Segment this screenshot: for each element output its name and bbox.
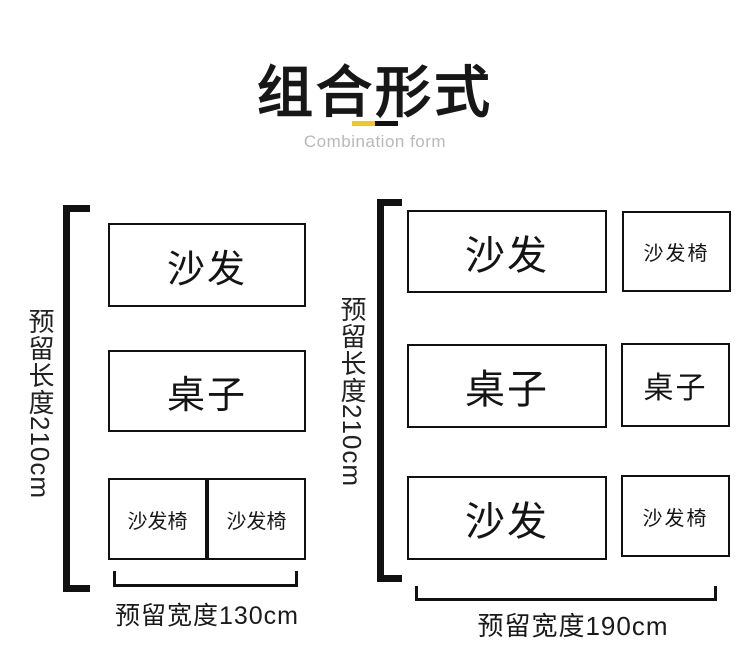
left-width-bracket xyxy=(113,571,298,587)
page-subtitle: Combination form xyxy=(303,132,447,151)
left-width-label: 预留宽度130cm xyxy=(114,602,300,630)
right-sofa-label-bottom: 沙发 xyxy=(465,500,549,544)
left-table-label: 桌子 xyxy=(166,374,247,417)
left-chair-box-1: 沙发椅 xyxy=(108,478,207,560)
left-sofa-label: 沙发 xyxy=(166,248,247,291)
right-length-bracket xyxy=(377,199,402,582)
title-divider xyxy=(0,121,750,126)
left-length-label: 预留长度210cm xyxy=(25,308,55,500)
left-table-box: 桌子 xyxy=(108,350,306,432)
page-title: 组合形式 xyxy=(257,61,493,124)
left-chair-label-2: 沙发椅 xyxy=(226,510,287,533)
right-width-bracket xyxy=(415,586,717,601)
right-chair-label-bottom: 沙发椅 xyxy=(642,507,709,530)
right-sofa-label-top: 沙发 xyxy=(465,233,549,278)
right-length-label: 预留长度210cm xyxy=(337,296,367,488)
left-sofa-box: 沙发 xyxy=(108,223,306,307)
divider-yellow-segment xyxy=(352,121,375,126)
right-sofa-box-bottom: 沙发 xyxy=(407,476,607,560)
divider-black-segment xyxy=(375,121,398,126)
right-chair-box-top: 沙发椅 xyxy=(622,211,731,292)
right-sofa-box-top: 沙发 xyxy=(407,210,607,293)
left-length-bracket xyxy=(63,205,90,592)
left-chair-label-1: 沙发椅 xyxy=(127,510,188,533)
right-width-label: 预留宽度190cm xyxy=(477,611,669,641)
right-chair-label-top: 沙发椅 xyxy=(643,243,710,265)
left-chair-box-2: 沙发椅 xyxy=(207,478,306,560)
right-table-label-small: 桌子 xyxy=(643,372,708,405)
right-table-box-small: 桌子 xyxy=(621,343,730,427)
right-chair-box-bottom: 沙发椅 xyxy=(621,475,730,557)
left-chairs-row: 沙发椅 沙发椅 xyxy=(108,478,306,560)
right-table-label-large: 桌子 xyxy=(465,368,549,412)
right-table-box-large: 桌子 xyxy=(407,344,607,428)
